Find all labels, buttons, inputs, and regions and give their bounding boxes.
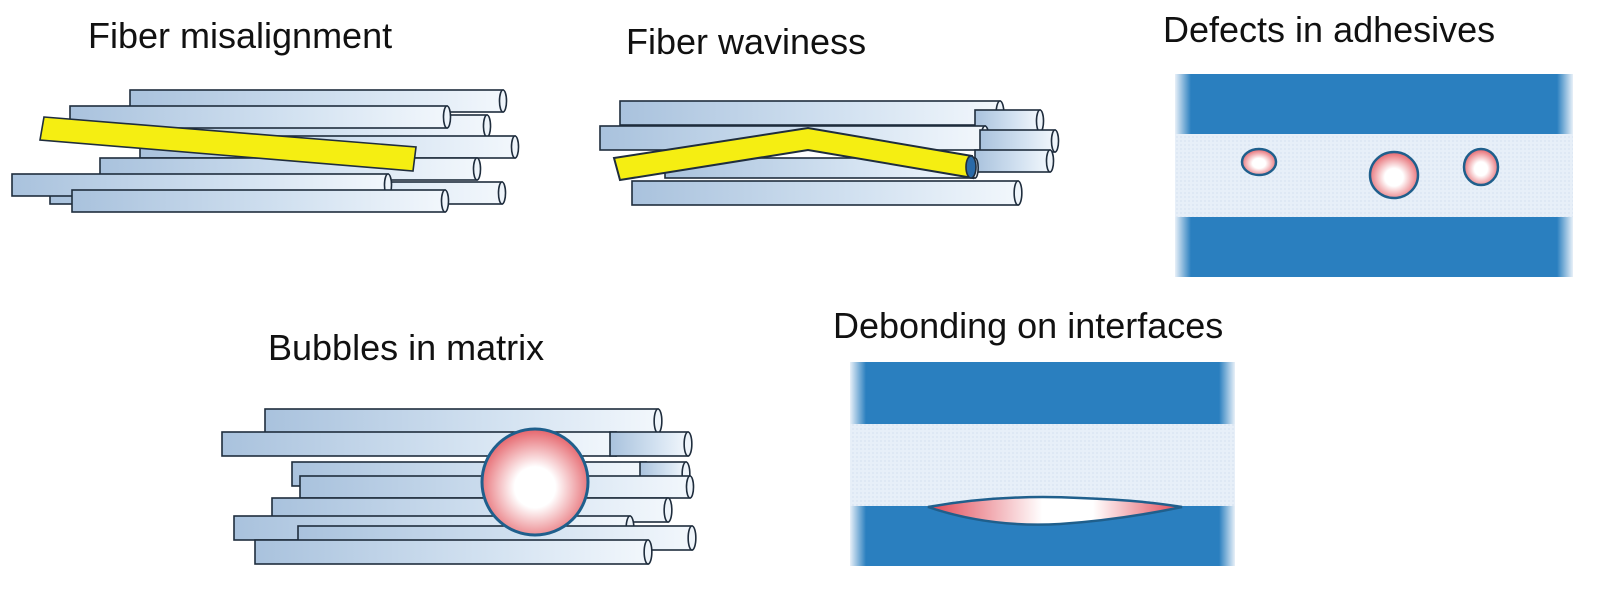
fiber: [71, 189, 450, 213]
adhesive-void: [1368, 150, 1420, 200]
misaligned-fiber: [39, 116, 417, 172]
bubbles-in-matrix-title: Bubbles in matrix: [268, 327, 545, 368]
fiber: [979, 129, 1060, 153]
adhesive-void: [1462, 147, 1500, 187]
fiber-misalignment-bundle: [11, 89, 520, 213]
fiber: [974, 149, 1055, 173]
bottom-adherend: [1175, 217, 1573, 277]
fiber-waviness-title: Fiber waviness: [626, 21, 867, 62]
fiber: [254, 539, 653, 565]
defects-in-adhesives-title: Defects in adhesives: [1163, 9, 1496, 50]
fiber-misalignment-title: Fiber misalignment: [88, 15, 393, 56]
fiber: [609, 431, 693, 457]
fiber: [264, 408, 663, 434]
top-adherend: [850, 362, 1235, 424]
adhesive-void: [1240, 147, 1278, 177]
fiber: [631, 180, 1023, 206]
fiber: [69, 105, 452, 129]
top-adherend: [1175, 74, 1573, 134]
debonding-on-interfaces-title: Debonding on interfaces: [833, 305, 1224, 346]
bubbles-in-matrix-bundle: [221, 408, 697, 565]
matrix-bubble: [480, 427, 590, 537]
debonding-panel: [850, 362, 1235, 566]
fiber-waviness-bundle: [599, 100, 1060, 206]
fiber: [619, 100, 1005, 126]
interface-crack: [927, 495, 1183, 526]
adhesive-joint-panel: [1175, 74, 1573, 277]
